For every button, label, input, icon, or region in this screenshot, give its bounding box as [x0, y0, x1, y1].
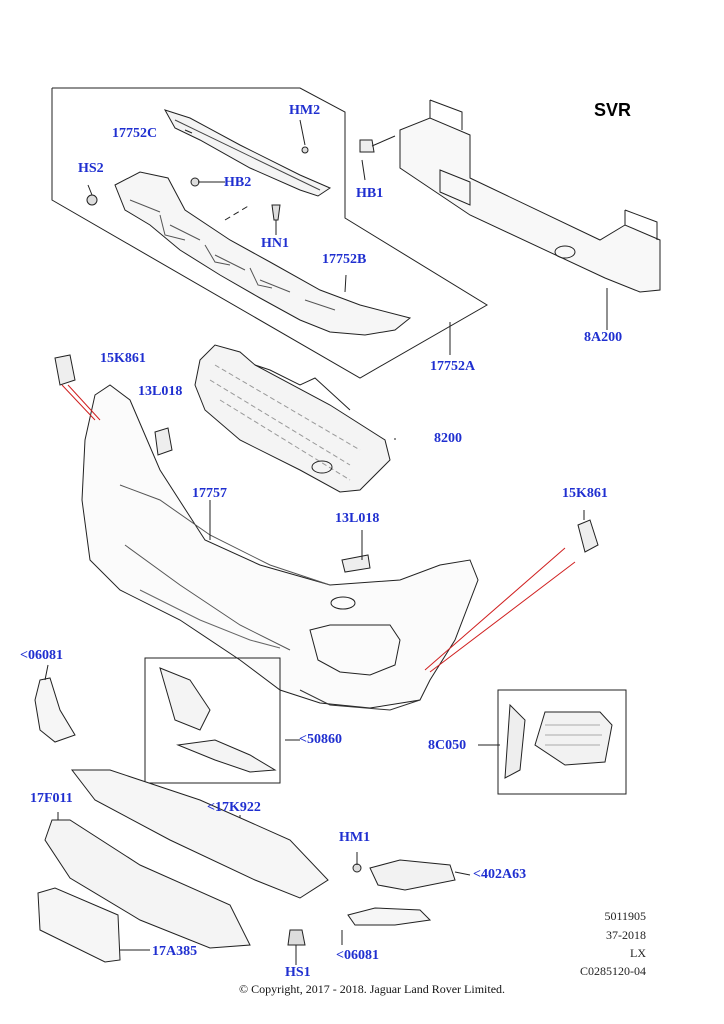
- sensor-bracket-15K861-right: [577, 519, 599, 553]
- label-17K922[interactable]: <17K922: [207, 800, 261, 815]
- cover-13L018-mid: [341, 554, 371, 573]
- label-HB1[interactable]: HB1: [356, 186, 384, 201]
- deflector-06081-left: [34, 677, 76, 743]
- label-HM2[interactable]: HM2: [289, 103, 321, 118]
- label-8200[interactable]: 8200: [434, 431, 462, 446]
- sensor-bracket-15K861-left: [54, 354, 76, 386]
- label-17752A[interactable]: 17752A: [430, 359, 476, 374]
- label-13L018-top[interactable]: 13L018: [138, 384, 183, 399]
- grille-8200: [194, 344, 391, 493]
- meta-line-1: 5011905: [604, 909, 646, 923]
- nut-HM1: [352, 863, 362, 873]
- label-HS2[interactable]: HS2: [78, 161, 104, 176]
- bumper-cover: [81, 384, 479, 709]
- beam-8A200: [399, 117, 661, 293]
- label-8C050[interactable]: 8C050: [428, 738, 467, 753]
- bolt-HB1: [359, 135, 396, 153]
- label-402A63[interactable]: <402A63: [473, 867, 527, 882]
- fastener-HS2: [86, 194, 98, 206]
- plate-17A385: [37, 887, 121, 963]
- fastener-HN1: [271, 204, 281, 221]
- cover-13L018-top: [154, 427, 173, 456]
- meta-line-2: 37-2018: [606, 928, 646, 942]
- bracket-402A63: [369, 859, 456, 891]
- label-06081-left[interactable]: <06081: [20, 648, 63, 663]
- panel-17F011: [44, 819, 251, 949]
- label-HM1[interactable]: HM1: [339, 830, 371, 845]
- label-17757[interactable]: 17757: [192, 486, 227, 501]
- clip-HS1: [287, 929, 306, 946]
- group-box-8C050: [497, 689, 627, 795]
- label-50860[interactable]: <50860: [299, 732, 342, 747]
- label-17A385[interactable]: 17A385: [152, 944, 198, 959]
- fastener-HB2: [190, 177, 200, 187]
- label-HB2[interactable]: HB2: [224, 175, 252, 190]
- label-13L018-mid[interactable]: 13L018: [335, 511, 380, 526]
- fastener-HM2: [301, 146, 309, 154]
- label-17F011[interactable]: 17F011: [30, 791, 73, 806]
- shield-17752B: [114, 171, 412, 336]
- label-8A200[interactable]: 8A200: [584, 330, 623, 345]
- bracket-17K922: [70, 769, 329, 899]
- copyright-text: © Copyright, 2017 - 2018. Jaguar Land Ro…: [238, 982, 506, 996]
- label-15K861-right[interactable]: 15K861: [562, 486, 608, 501]
- meta-line-4: C0285120-04: [580, 964, 646, 978]
- group-box-50860: [144, 657, 281, 784]
- label-HS1[interactable]: HS1: [285, 965, 311, 980]
- deflector-06081-bottom: [347, 907, 432, 926]
- label-HN1[interactable]: HN1: [261, 236, 289, 251]
- label-15K861-left[interactable]: 15K861: [100, 351, 146, 366]
- group-box-17752A: [51, 87, 488, 379]
- label-17752B[interactable]: 17752B: [322, 252, 367, 267]
- variant-label: SVR: [594, 100, 632, 120]
- label-06081-bottom[interactable]: <06081: [336, 948, 379, 963]
- label-17752C[interactable]: 17752C: [112, 126, 158, 141]
- meta-line-3: LX: [630, 946, 646, 960]
